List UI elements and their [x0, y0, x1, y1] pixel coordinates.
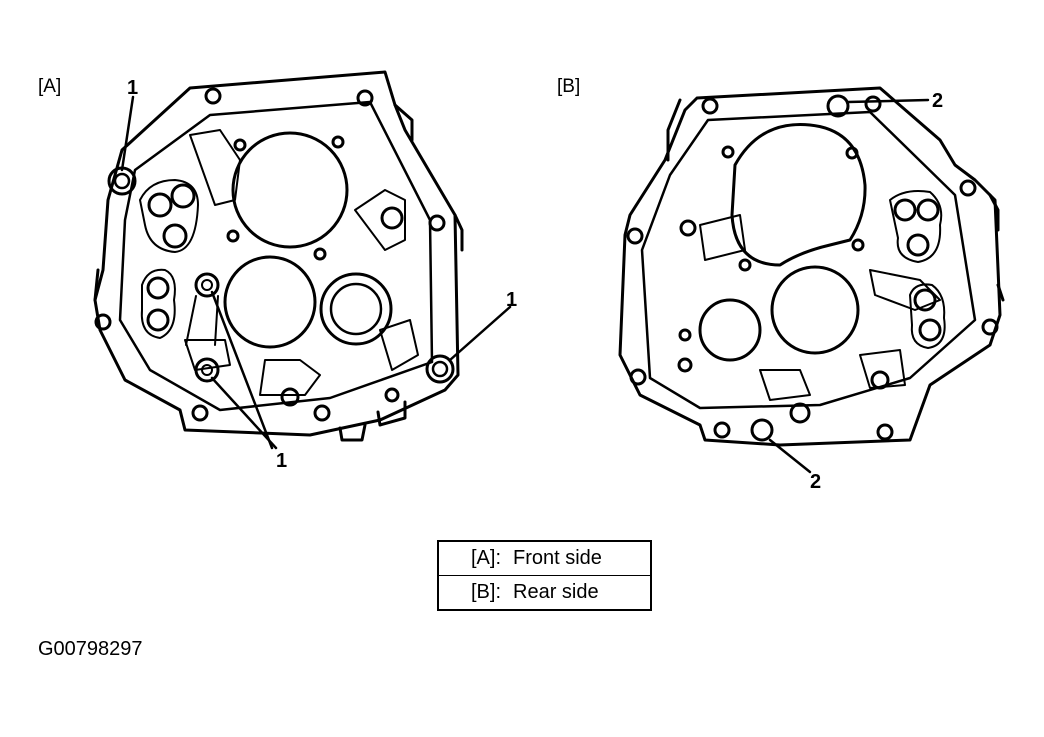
callout-front-center: 1: [276, 450, 288, 472]
legend-row: [A]: Front side: [437, 540, 652, 576]
rear-view-label: [B]: [557, 76, 581, 97]
legend-cell: [A]: Front side: [437, 540, 652, 576]
rear-housing: [618, 86, 1005, 474]
legend-row: [B]: Rear side: [437, 575, 652, 611]
legend-key: [A]:: [470, 547, 501, 569]
legend-desc: Front side: [513, 547, 602, 569]
callout-front-right: 1: [506, 289, 518, 311]
legend-key: [B]:: [470, 581, 501, 603]
legend-desc: Rear side: [513, 581, 599, 603]
callout-front-top-left: 1: [127, 77, 139, 99]
callout-rear-top: 2: [932, 90, 944, 112]
front-view-label: [A]: [38, 76, 62, 97]
legend-table: [A]: Front side [B]: Rear side: [437, 540, 652, 611]
figure-id: G00798297: [38, 638, 143, 660]
callout-rear-bottom: 2: [810, 471, 822, 493]
front-housing: [93, 70, 512, 450]
legend-cell: [B]: Rear side: [437, 575, 652, 611]
